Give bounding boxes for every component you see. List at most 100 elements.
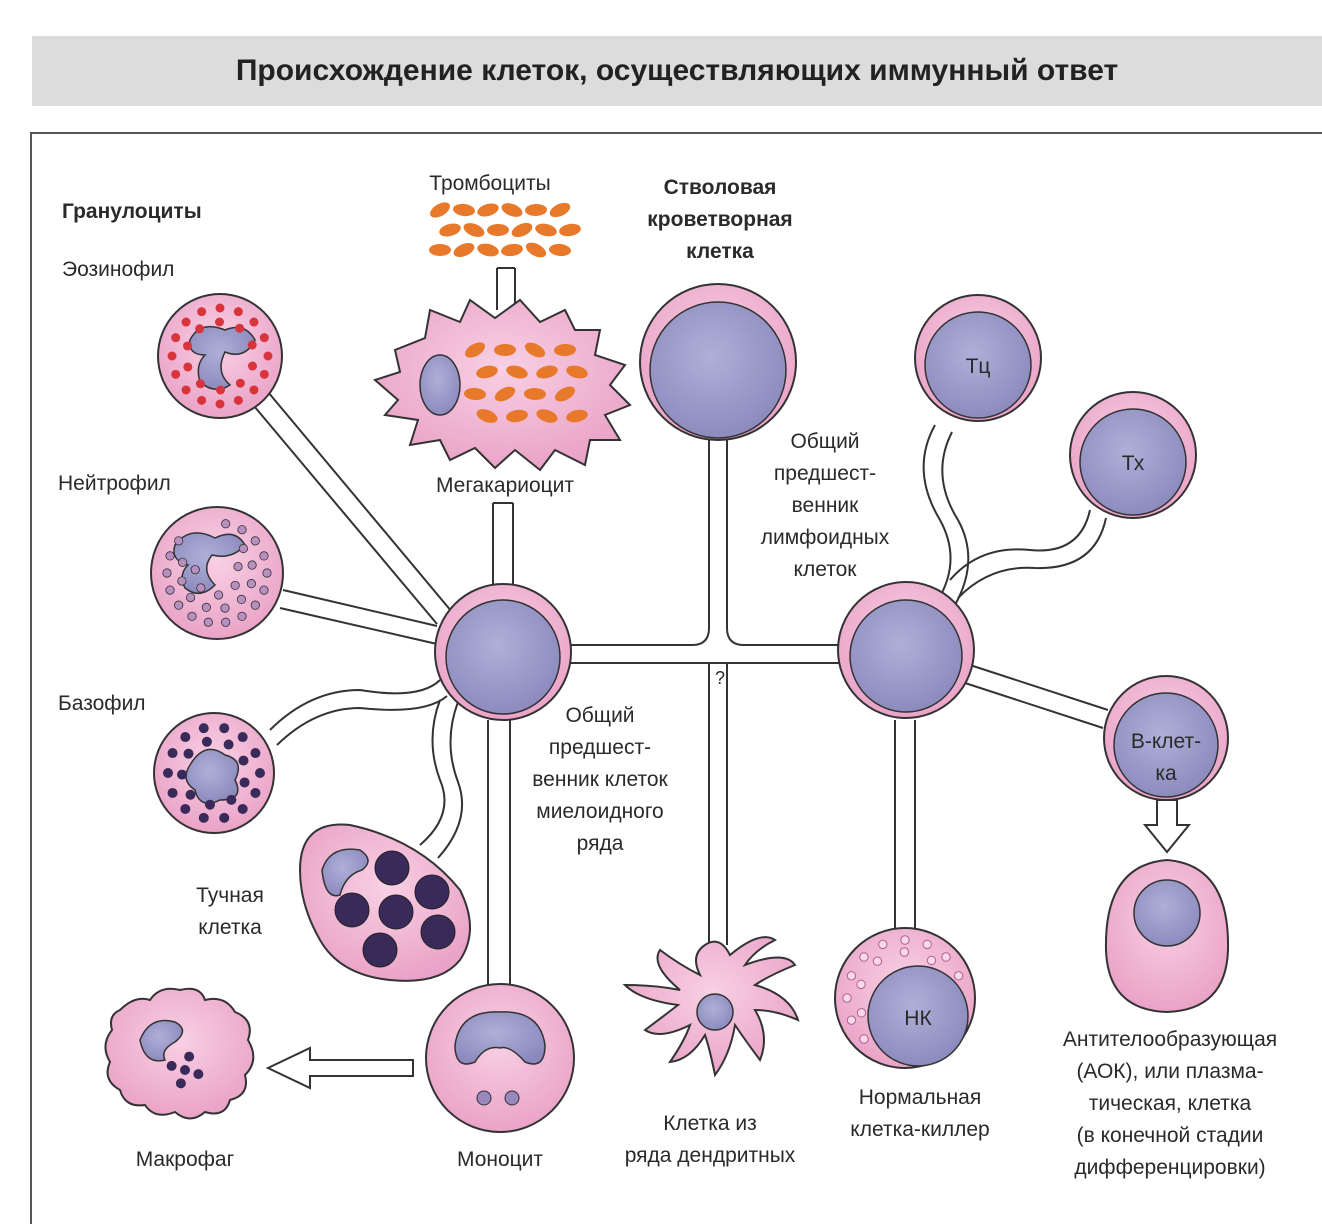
monocyte-label: Моноцит bbox=[456, 1148, 544, 1171]
lymphoid-label-line: лимфоидных bbox=[760, 526, 890, 549]
neutrophil-granule bbox=[262, 568, 272, 578]
nk-granule bbox=[856, 1008, 867, 1018]
nk-granule bbox=[878, 939, 888, 950]
thrombocyte bbox=[525, 203, 547, 217]
lymphoid-label-line: предшест- bbox=[773, 462, 877, 485]
basophil-granule bbox=[177, 769, 188, 780]
thrombocyte bbox=[511, 222, 533, 238]
thrombocyte bbox=[430, 202, 450, 218]
basophil-label: Базофил bbox=[58, 692, 146, 715]
connector-stem-right bbox=[726, 428, 842, 646]
eosinophil-granule bbox=[167, 351, 177, 361]
neutrophil-granule bbox=[190, 565, 200, 575]
basophil-granule bbox=[167, 787, 178, 798]
eosinophil-granule bbox=[249, 317, 259, 327]
eosinophil-granule bbox=[235, 323, 245, 333]
eosinophil-granule bbox=[235, 378, 245, 388]
connector-b-a bbox=[969, 664, 1109, 711]
neutrophil-granule bbox=[237, 611, 247, 621]
diagram-frame bbox=[30, 132, 1322, 1224]
mast-cell-granule bbox=[378, 894, 414, 930]
neutrophil-granule bbox=[259, 585, 269, 595]
macrophage-granule bbox=[180, 1065, 190, 1075]
arrows bbox=[265, 799, 1192, 1090]
neutrophil-granule bbox=[233, 561, 243, 572]
neutrophil-granule bbox=[185, 592, 196, 603]
nk-granule bbox=[899, 947, 910, 957]
thrombocyte bbox=[549, 202, 571, 218]
eosinophil-granule bbox=[197, 307, 207, 317]
neutrophil-granule bbox=[203, 617, 213, 627]
mast-cell-label-line: Тучная bbox=[196, 884, 264, 907]
lymphoid-label-line: Общий bbox=[790, 430, 860, 453]
connector-mast-a bbox=[419, 699, 446, 846]
arrow-bcell-to-plasma bbox=[1142, 799, 1192, 854]
connector-eos-b bbox=[267, 391, 453, 613]
macrophage-label: Макрофаг bbox=[135, 1148, 235, 1171]
macrophage-granule bbox=[175, 1078, 186, 1089]
connectors bbox=[253, 267, 1109, 985]
basophil-granule bbox=[226, 794, 237, 805]
neutrophil-label: Нейтрофил bbox=[58, 472, 171, 495]
neutrophil-granule bbox=[238, 543, 249, 554]
thrombocyte bbox=[549, 243, 571, 257]
eosinophil-granules bbox=[167, 303, 273, 409]
thrombocyte bbox=[487, 223, 509, 237]
nk-granules bbox=[842, 935, 964, 1044]
nk-granule bbox=[859, 1034, 869, 1044]
megakaryocyte-platelet bbox=[536, 409, 558, 423]
myeloid-progenitor-cell bbox=[434, 583, 572, 721]
stem-cell-label: Стволовая кроветворная клетка bbox=[620, 172, 820, 268]
macrophage-granules bbox=[166, 1051, 204, 1089]
neutrophil-granule bbox=[236, 594, 247, 605]
nk-granule bbox=[846, 971, 857, 981]
tc-label: Тц bbox=[966, 355, 991, 378]
eosinophil-granule bbox=[171, 369, 181, 379]
thrombocyte bbox=[477, 243, 499, 257]
nk-granule bbox=[846, 1015, 857, 1025]
neutrophil-granule bbox=[214, 590, 224, 600]
eosinophil-granule bbox=[233, 395, 243, 405]
plasma-label-line: (АОК), или плазма- bbox=[1076, 1060, 1264, 1083]
basophil-granule bbox=[239, 777, 250, 788]
connector-bas-a bbox=[269, 679, 441, 731]
nk-granule bbox=[842, 993, 852, 1003]
neutrophil-cell bbox=[150, 506, 284, 640]
mast-cell-label-line: клетка bbox=[198, 916, 262, 939]
basophil-granule bbox=[201, 736, 212, 747]
dendritic-label: Клетка из ряда дендритных bbox=[590, 1108, 830, 1172]
eosinophil-granule bbox=[259, 333, 269, 343]
title-banner bbox=[32, 36, 1322, 106]
neutrophil-granule bbox=[246, 579, 256, 589]
megakaryocyte-platelet bbox=[494, 343, 516, 357]
eosinophil-granule bbox=[263, 351, 273, 361]
diagram-title: Происхождение клеток, осуществляющих имм… bbox=[235, 54, 1119, 87]
eosinophil-granule bbox=[171, 333, 181, 343]
connector-stem-left bbox=[570, 428, 710, 646]
thrombocyte bbox=[559, 223, 581, 237]
connector-b-b bbox=[964, 682, 1104, 729]
eosinophil-granule bbox=[233, 307, 243, 317]
neutrophil-granule bbox=[196, 583, 206, 593]
megakaryocyte-label: Мегакариоцит bbox=[435, 474, 575, 497]
connector-mast-b bbox=[437, 701, 464, 859]
neutrophil-granule bbox=[221, 617, 231, 627]
eosinophil-granule bbox=[195, 379, 205, 389]
stem-cell-label-line: клетка bbox=[686, 240, 754, 263]
basophil-granule bbox=[204, 799, 215, 810]
basophil-granule bbox=[219, 723, 230, 734]
megakaryocyte-platelet bbox=[465, 342, 485, 358]
stem-cell bbox=[639, 283, 797, 441]
basophil-granule bbox=[163, 768, 173, 778]
neutrophil-granule bbox=[165, 585, 175, 595]
myeloid-progenitor-label: Общий предшест- венник клеток миелоидног… bbox=[510, 700, 690, 860]
basophil-granule bbox=[250, 748, 261, 759]
mast-cell-granule bbox=[420, 914, 456, 950]
neutrophil-granule bbox=[187, 611, 197, 621]
megakaryocyte-platelet bbox=[524, 387, 546, 401]
lymphoid-progenitor-label: Общий предшест- венник лимфоидных клеток bbox=[740, 426, 910, 586]
eosinophil-granule bbox=[215, 399, 225, 409]
dendritic-label-line: Клетка из bbox=[663, 1112, 757, 1135]
plasma-label-line: дифференцировки) bbox=[1074, 1156, 1266, 1179]
eosinophil-granule bbox=[195, 324, 205, 334]
